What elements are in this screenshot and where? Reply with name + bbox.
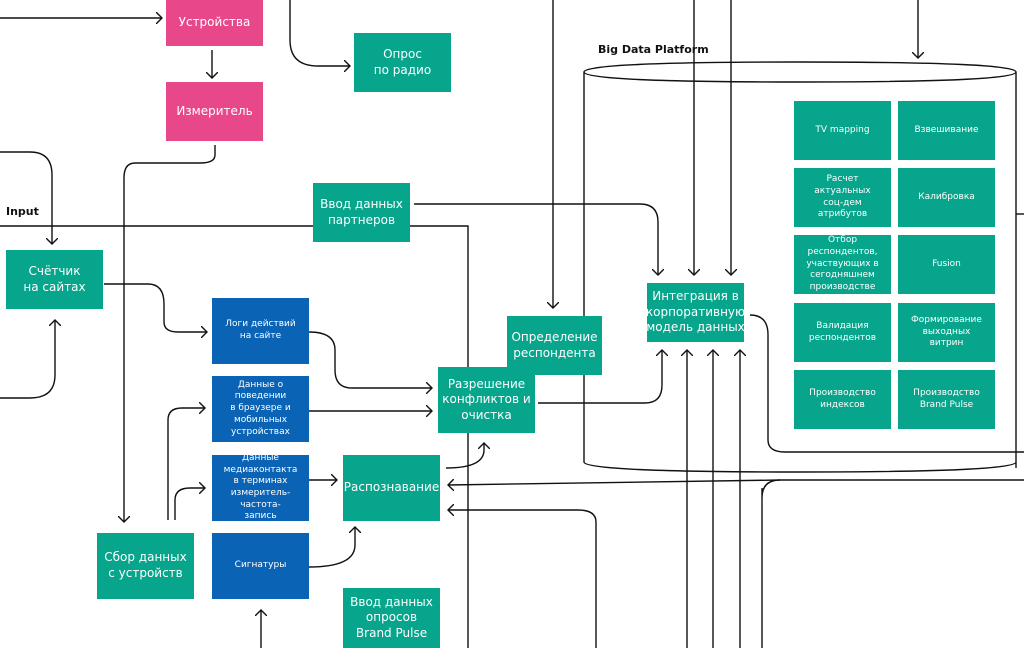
input-boundary bbox=[0, 225, 469, 648]
platform-label: Big Data Platform bbox=[598, 43, 709, 56]
platform-module-sociodemo: Расчет актуальных соц-дем атрибутов bbox=[794, 168, 891, 227]
platform-module-fusion: Fusion bbox=[898, 235, 995, 294]
respondent-definition-node: Определение респондента bbox=[507, 316, 602, 375]
meter-node: Измеритель bbox=[166, 82, 263, 141]
media-contact-node: Данные медиаконтакта в терминах измерите… bbox=[212, 453, 309, 521]
radio-survey-node: Опрос по радио bbox=[354, 33, 451, 92]
recognition-node: Распознавание bbox=[343, 455, 440, 521]
browser-data-node: Данные о поведении в браузере и мобильны… bbox=[212, 376, 309, 442]
signatures-node: Сигнатуры bbox=[212, 533, 309, 599]
platform-module-output-marts: Формирование выходных витрин bbox=[898, 303, 995, 362]
platform-module-calibration: Калибровка bbox=[898, 168, 995, 227]
site-counter-node: Счётчик на сайтах bbox=[6, 250, 103, 309]
platform-module-weighting: Взвешивание bbox=[898, 101, 995, 160]
conflict-resolution-node: Разрешение конфликтов и очистка bbox=[438, 367, 535, 433]
integration-node: Интеграция в корпоративную модель данных bbox=[646, 283, 745, 342]
platform-module-brand-pulse: Производство Brand Pulse bbox=[898, 370, 995, 429]
device-collection-node: Сбор данных с устройств bbox=[97, 533, 194, 599]
site-logs-node: Логи действий на сайте bbox=[212, 298, 309, 364]
devices-node: Устройства bbox=[166, 0, 263, 46]
brand-pulse-input-node: Ввод данных опросов Brand Pulse bbox=[343, 588, 440, 648]
input-label: Input bbox=[6, 205, 39, 218]
partner-data-node: Ввод данных партнеров bbox=[313, 183, 410, 242]
platform-cylinder bbox=[583, 61, 1017, 473]
platform-module-respondent-selection: Отбор респондентов, участвующих в сегодн… bbox=[794, 235, 891, 294]
platform-module-validation: Валидация респондентов bbox=[794, 303, 891, 362]
platform-module-index-production: Производство индексов bbox=[794, 370, 891, 429]
platform-module-tv-mapping: TV mapping bbox=[794, 101, 891, 160]
